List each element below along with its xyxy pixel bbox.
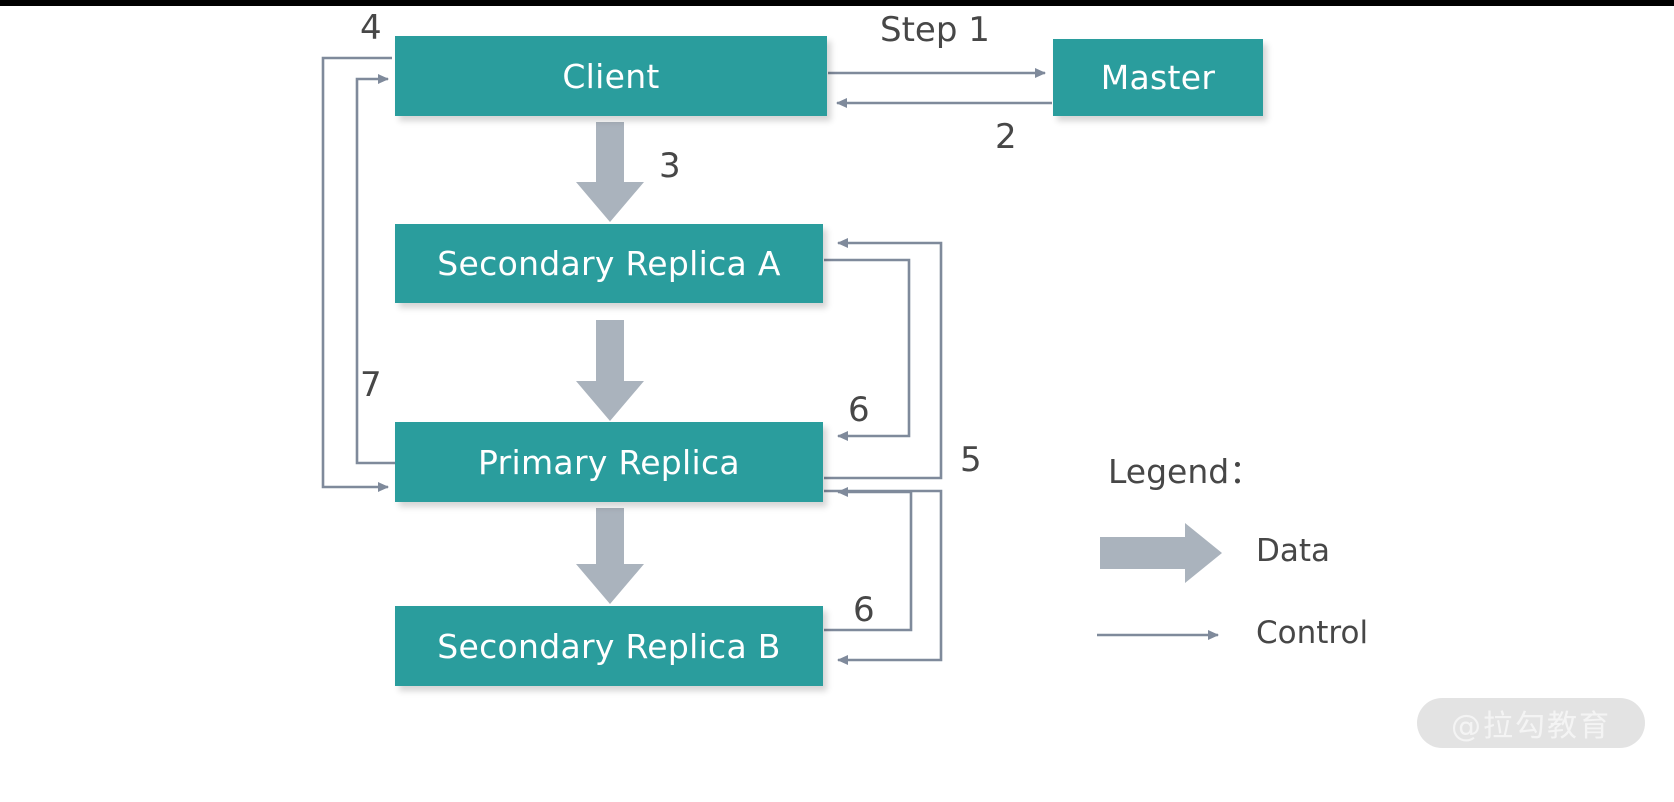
node-primary-replica[interactable]: Primary Replica: [395, 422, 823, 502]
legend-label-control: Control: [1256, 615, 1369, 651]
wire-step5-outer-upper: [824, 238, 943, 480]
label-step-5: 5: [960, 440, 982, 480]
wire-step7-primary-to-client: [355, 74, 395, 465]
node-master[interactable]: Master: [1053, 39, 1263, 116]
label-step-4: 4: [360, 8, 382, 48]
top-black-bar: [0, 0, 1674, 6]
data-arrow-primary-to-secondary-b: [576, 508, 644, 604]
label-step-2: 2: [995, 117, 1017, 157]
wire-step4-client-to-primary: [321, 56, 392, 492]
legend-data-arrow-icon: [1100, 523, 1222, 583]
node-client-label: Client: [562, 56, 660, 96]
node-secondary-replica-b[interactable]: Secondary Replica B: [395, 606, 823, 686]
legend-title: Legend：: [1108, 452, 1263, 491]
label-step-7: 7: [360, 365, 382, 405]
node-secondary-replica-a-label: Secondary Replica A: [437, 244, 781, 283]
label-step-6-bottom: 6: [853, 590, 875, 630]
node-master-label: Master: [1100, 58, 1216, 97]
label-step-6-top: 6: [848, 390, 870, 430]
wire-step6-primary-to-secondary-a: [824, 258, 911, 441]
wire-step5-outer-lower: [824, 489, 943, 665]
label-step-1: Step 1: [880, 10, 990, 50]
node-secondary-replica-a[interactable]: Secondary Replica A: [395, 224, 823, 303]
watermark-text: @拉勾教育: [1451, 709, 1611, 744]
node-client[interactable]: Client: [395, 36, 827, 116]
node-primary-replica-label: Primary Replica: [478, 442, 740, 482]
node-secondary-replica-b-label: Secondary Replica B: [437, 626, 781, 666]
data-arrow-secondary-a-to-primary: [576, 320, 644, 421]
data-arrow-client-to-secondary-a: [576, 122, 644, 222]
label-step-3: 3: [659, 146, 681, 186]
legend-label-data: Data: [1256, 533, 1331, 569]
wire-step6-primary-to-secondary-b: [824, 487, 913, 632]
watermark-badge: @拉勾教育: [1417, 698, 1645, 748]
